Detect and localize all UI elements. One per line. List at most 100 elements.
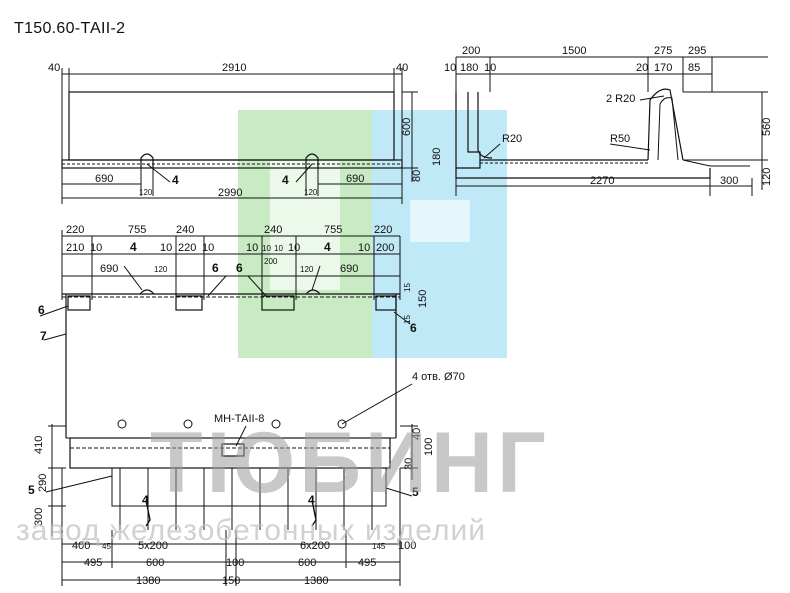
dim-label: 560 xyxy=(761,118,773,136)
dim-label: 1380 xyxy=(304,575,328,587)
callout-4: 4 xyxy=(142,493,149,507)
dim-label: 220 xyxy=(374,224,392,236)
watermark-logo xyxy=(238,110,507,358)
dim-label: 100 xyxy=(398,540,416,552)
dim-label: 120 xyxy=(304,188,318,197)
dim-label: 600 xyxy=(298,557,316,569)
radius-label: 2 R20 xyxy=(606,93,635,105)
dim-label: 690 xyxy=(95,173,113,185)
dim-label: 180 xyxy=(460,62,478,74)
dim-label: 10 xyxy=(288,242,300,254)
dim-label: 410 xyxy=(33,436,45,454)
dim-label: 690 xyxy=(100,263,118,275)
callout-6: 6 xyxy=(236,261,243,275)
dim-label: 300 xyxy=(33,508,45,526)
front-elevation-view xyxy=(61,68,418,204)
dim-label: 10 xyxy=(90,242,102,254)
dim-label: 150 xyxy=(222,575,240,587)
dim-label: 600 xyxy=(146,557,164,569)
plan-view-labels: 220 755 240 240 755 220 210 10 4 10 220 … xyxy=(28,224,465,587)
dim-label: 40 xyxy=(396,62,408,74)
callout-6: 6 xyxy=(212,261,219,275)
dim-label: 10 xyxy=(484,62,496,74)
dim-label: 2910 xyxy=(222,62,246,74)
dim-label: 10 xyxy=(160,242,172,254)
cross-section-labels: 200 1500 275 295 10 180 10 20 170 85 2 R… xyxy=(431,45,773,187)
dim-label: 220 xyxy=(178,242,196,254)
dim-label: 100 xyxy=(423,438,435,456)
callout-4: 4 xyxy=(324,240,331,254)
dim-label: 495 xyxy=(84,557,102,569)
dim-label: 10 xyxy=(358,242,370,254)
cross-section-view xyxy=(455,56,768,196)
callout-5: 5 xyxy=(28,483,35,497)
dim-label: 210 xyxy=(66,242,84,254)
dim-label: 40 xyxy=(411,428,423,440)
dim-label: 80 xyxy=(411,170,423,182)
dim-label: 495 xyxy=(358,557,376,569)
watermark-tagline: завод железобетонных изделий xyxy=(16,514,486,547)
dim-label: 100 xyxy=(226,557,244,569)
callout-6: 6 xyxy=(410,321,417,335)
dim-label: 145 xyxy=(372,542,386,551)
dim-label: 200 xyxy=(264,257,278,266)
callout-7: 7 xyxy=(40,329,47,343)
dim-label: 150 xyxy=(417,290,429,308)
callout-4: 4 xyxy=(172,173,179,187)
dim-label: 240 xyxy=(264,224,282,236)
dim-label: 10 xyxy=(202,242,214,254)
dim-label: 2270 xyxy=(590,175,614,187)
dim-label: 10 xyxy=(262,244,271,253)
dim-label: 45 xyxy=(102,542,111,551)
dim-label: 295 xyxy=(688,45,706,57)
callout-4: 4 xyxy=(308,493,315,507)
dim-label: 30 xyxy=(403,458,415,470)
radius-label: R50 xyxy=(610,133,630,145)
dim-label: 690 xyxy=(346,173,364,185)
dim-label: 1380 xyxy=(136,575,160,587)
dim-label: 400 xyxy=(72,540,90,552)
watermark-brand: ТЮБИНГ xyxy=(150,415,550,511)
dim-label: 85 xyxy=(688,62,700,74)
dim-label: 200 xyxy=(376,242,394,254)
callout-4: 4 xyxy=(282,173,289,187)
dim-label: 1500 xyxy=(562,45,586,57)
callout-5: 5 xyxy=(412,485,419,499)
dim-label: 180 xyxy=(431,148,443,166)
dim-label: 120 xyxy=(139,188,153,197)
dim-label: 300 xyxy=(720,175,738,187)
dim-label: 5x200 xyxy=(138,540,168,552)
dim-label: 10 xyxy=(274,244,283,253)
dim-label: 120 xyxy=(761,168,773,186)
callout-6: 6 xyxy=(38,303,45,317)
watermark-text: ТЮБИНГ завод железобетонных изделий xyxy=(16,415,550,547)
dim-label: 2990 xyxy=(218,187,242,199)
dim-label: 6x200 xyxy=(300,540,330,552)
radius-label: R20 xyxy=(502,133,522,145)
dim-label: 10 xyxy=(246,242,258,254)
dim-label: 755 xyxy=(128,224,146,236)
callout-4: 4 xyxy=(130,240,137,254)
plan-view xyxy=(39,230,418,586)
dim-label: 290 xyxy=(37,474,49,492)
dim-label: 690 xyxy=(340,263,358,275)
dim-label: 40 xyxy=(48,62,60,74)
dim-label: 10 xyxy=(444,62,456,74)
dim-label: 755 xyxy=(324,224,342,236)
drawing-title: Т150.60-ТАII-2 xyxy=(14,20,126,37)
dim-label: 120 xyxy=(154,265,168,274)
dim-label: 275 xyxy=(654,45,672,57)
dim-label: 170 xyxy=(654,62,672,74)
dim-label: 20 xyxy=(636,62,648,74)
dim-label: 120 xyxy=(300,265,314,274)
dim-label: 200 xyxy=(462,45,480,57)
holes-note: 4 отв. Ø70 xyxy=(412,371,465,383)
dim-label: 220 xyxy=(66,224,84,236)
dim-label: 600 xyxy=(401,118,413,136)
dim-label: 240 xyxy=(176,224,194,236)
dim-label: 15 xyxy=(403,283,412,292)
dim-label: 15 xyxy=(403,315,412,324)
part-mark: МН-ТАII-8 xyxy=(214,413,264,425)
front-elevation-labels: 40 2910 40 600 690 120 4 4 120 690 80 29… xyxy=(48,62,423,199)
